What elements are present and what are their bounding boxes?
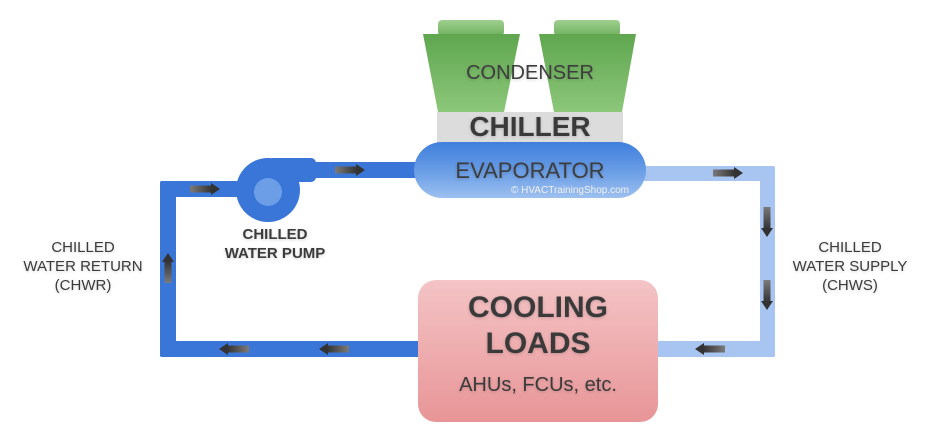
condenser (423, 20, 636, 112)
supply-label-line1: CHILLED (818, 239, 882, 256)
arrow-return-left-2-icon (319, 343, 349, 355)
arrow-evaporator-out-icon (713, 167, 743, 179)
return-label: CHILLED WATER RETURN (CHWR) (8, 238, 158, 295)
chiller-body (437, 112, 623, 144)
copyright-text: © HVACTrainingShop.com (511, 185, 629, 196)
cooling-loads-line2: LOADS (485, 327, 591, 360)
arrow-supply-down-2-icon (761, 280, 773, 310)
cooling-loads-line1: COOLING (468, 291, 608, 324)
return-label-line2: WATER RETURN (23, 258, 143, 275)
chilled-water-pump (236, 158, 316, 222)
supply-label-line3: (CHWS) (822, 277, 878, 294)
cooling-loads-label: COOLING LOADS AHUs, FCUs, etc. (418, 290, 658, 397)
pump-label: CHILLED WATER PUMP (200, 225, 350, 263)
condenser-label: CONDENSER (466, 62, 594, 84)
evaporator (414, 142, 646, 198)
arrow-return-up-icon (162, 253, 174, 283)
pump-label-line1: CHILLED (242, 226, 308, 243)
cooling-loads-box (418, 280, 658, 422)
arrow-return-left-1-icon (219, 343, 249, 355)
arrow-supply-down-1-icon (761, 207, 773, 237)
supply-label: CHILLED WATER SUPPLY (CHWS) (775, 238, 925, 295)
pump-label-line2: WATER PUMP (224, 245, 326, 262)
pump-impeller-icon (254, 178, 282, 206)
arrow-pump-to-evaporator-icon (335, 164, 365, 176)
return-label-line1: CHILLED (51, 239, 115, 256)
cooling-loads-subtitle: AHUs, FCUs, etc. (459, 374, 617, 396)
chiller-label: CHILLER (469, 111, 591, 142)
arrow-return-to-pump-icon (190, 183, 220, 195)
return-label-line3: (CHWR) (54, 277, 112, 294)
evaporator-label: EVAPORATOR (455, 158, 605, 183)
arrow-supply-to-loads-icon (695, 343, 725, 355)
supply-label-line2: WATER SUPPLY (792, 258, 908, 275)
